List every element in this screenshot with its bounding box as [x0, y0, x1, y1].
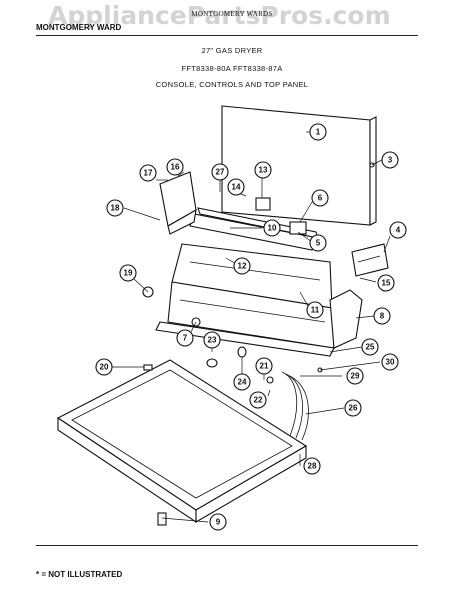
svg-text:23: 23 [208, 336, 217, 345]
callout-30: 30 [381, 353, 399, 371]
svg-text:20: 20 [100, 363, 109, 372]
svg-text:7: 7 [183, 334, 188, 343]
part-end-cap [159, 171, 197, 235]
svg-text:18: 18 [111, 204, 120, 213]
part-top-panel [56, 359, 308, 524]
svg-text:9: 9 [216, 518, 221, 527]
part-right-cap [329, 289, 363, 349]
part-control-trim [155, 321, 335, 357]
callout-23: 23 [203, 331, 221, 349]
svg-text:10: 10 [268, 224, 277, 233]
svg-text:29: 29 [351, 372, 360, 381]
svg-text:1: 1 [316, 128, 321, 137]
callout-16: 16 [166, 158, 184, 176]
model-numbers: FFT8338-80A FFT8338-87A [181, 64, 283, 73]
part-timer [255, 197, 271, 211]
callout-6: 6 [311, 189, 329, 207]
svg-text:24: 24 [238, 378, 247, 387]
callout-9: 9 [209, 513, 227, 531]
callout-5: 5 [309, 234, 327, 252]
svg-text:3: 3 [388, 156, 393, 165]
callout-24: 24 [233, 373, 251, 391]
svg-text:19: 19 [124, 269, 133, 278]
svg-text:21: 21 [260, 362, 269, 371]
svg-text:27: 27 [216, 168, 225, 177]
svg-text:28: 28 [308, 462, 317, 471]
diagram-title: 27" GAS DRYER [201, 46, 263, 55]
callout-10: 10 [263, 219, 281, 237]
footer-rule [36, 545, 418, 546]
svg-text:5: 5 [316, 239, 321, 248]
part-console [167, 243, 335, 349]
svg-text:11: 11 [311, 306, 320, 315]
callout-18: 18 [106, 199, 124, 217]
brand-left: MONTGOMERY WARD [36, 23, 122, 32]
svg-text:8: 8 [380, 312, 385, 321]
callout-22: 22 [249, 391, 267, 409]
callout-21: 21 [255, 357, 273, 375]
callout-27: 27 [211, 163, 229, 181]
callout-25: 25 [361, 338, 379, 356]
part-wire-harness [281, 371, 309, 441]
header-rule [36, 35, 418, 36]
svg-text:13: 13 [259, 166, 268, 175]
callout-15: 15 [377, 274, 395, 292]
svg-text:15: 15 [382, 279, 391, 288]
callout-8: 8 [373, 307, 391, 325]
callout-17: 17 [139, 164, 157, 182]
svg-text:12: 12 [238, 262, 247, 271]
svg-text:6: 6 [318, 194, 323, 203]
callout-14: 14 [227, 178, 245, 196]
part-terminal-block [351, 243, 389, 277]
callout-13: 13 [254, 161, 272, 179]
watermark: AppliancePartsPros.com [48, 1, 391, 30]
svg-text:16: 16 [171, 163, 180, 172]
callout-11: 11 [306, 301, 324, 319]
svg-text:22: 22 [254, 396, 263, 405]
callout-28: 28 [303, 457, 321, 475]
callout-19: 19 [119, 264, 137, 282]
callout-1: 1 [309, 123, 327, 141]
callout-20: 20 [95, 358, 113, 376]
section-title: CONSOLE, CONTROLS AND TOP PANEL [155, 80, 309, 89]
svg-text:25: 25 [366, 343, 375, 352]
callout-26: 26 [344, 399, 362, 417]
svg-text:4: 4 [396, 226, 401, 235]
brand-top: MONTGOMERY WARDS [191, 10, 273, 18]
footnote: * = NOT ILLUSTRATED [36, 570, 123, 579]
svg-text:17: 17 [144, 169, 153, 178]
svg-text:26: 26 [349, 404, 358, 413]
svg-text:14: 14 [232, 183, 241, 192]
callout-12: 12 [233, 257, 251, 275]
callout-7: 7 [176, 329, 194, 347]
callout-4: 4 [389, 221, 407, 239]
callout-29: 29 [346, 367, 364, 385]
part-back-panel [221, 105, 377, 226]
svg-text:30: 30 [386, 358, 395, 367]
callout-3: 3 [381, 151, 399, 169]
part-switch [289, 221, 307, 235]
